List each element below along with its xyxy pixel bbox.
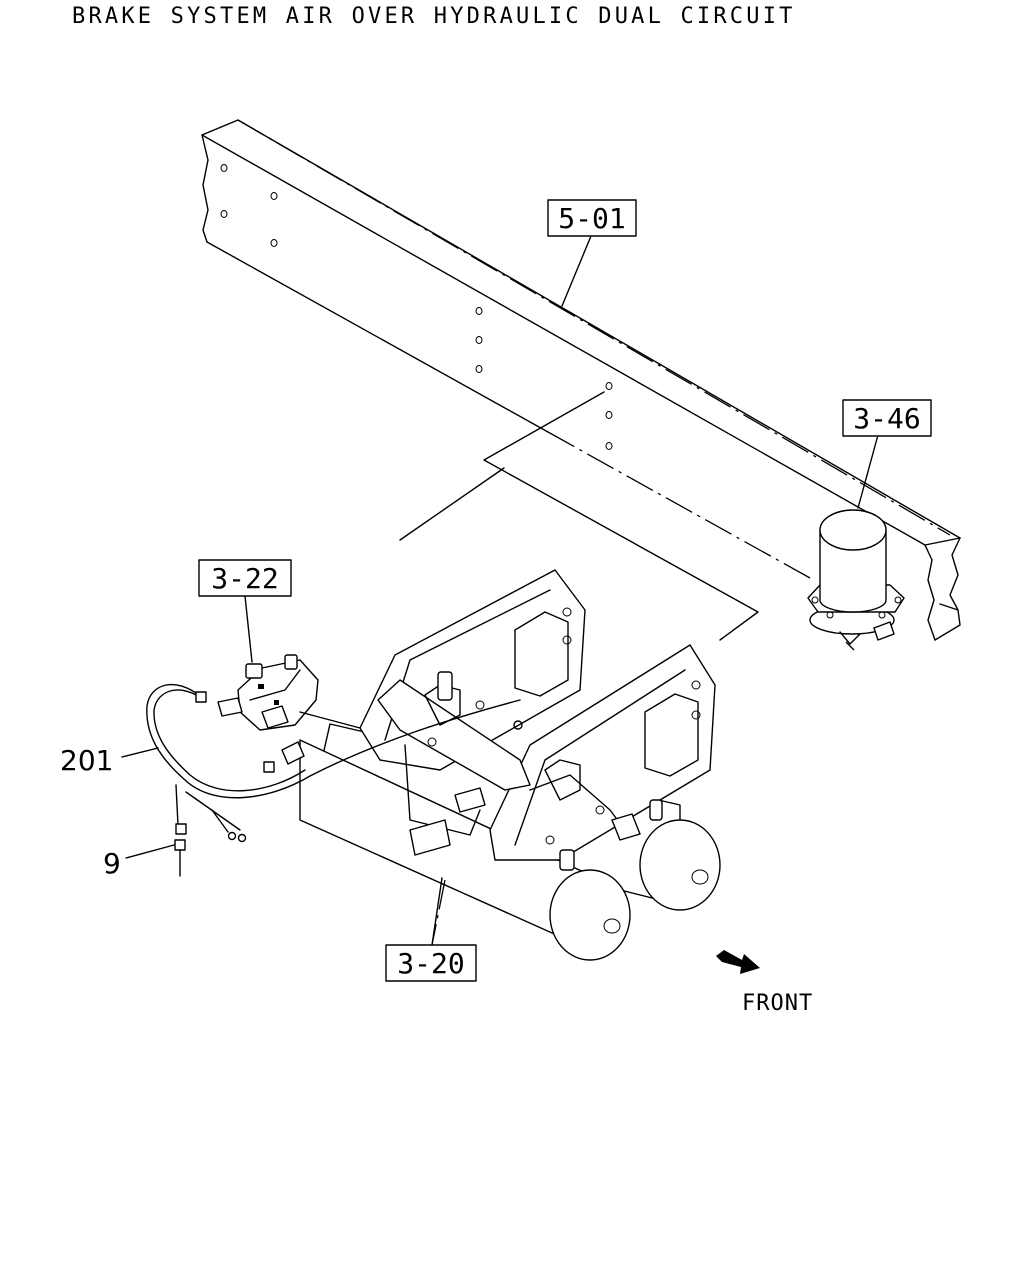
clip-part-number: 9	[103, 847, 121, 880]
front-arrow-icon	[716, 950, 760, 974]
callout-valve: 3-22	[198, 559, 292, 597]
mounting-reference-lines	[399, 391, 759, 641]
brake-booster-assembly	[299, 569, 721, 961]
callout-frame-label: 5-01	[558, 202, 625, 235]
air-dryer	[807, 509, 905, 651]
relay-valve	[217, 654, 319, 731]
callout-air-dryer: 3-46	[842, 399, 932, 437]
frame-rail	[201, 119, 961, 641]
front-label: FRONT	[742, 991, 813, 1016]
callout-booster: 3-20	[385, 944, 477, 982]
callout-air-dryer-label: 3-46	[853, 402, 920, 435]
callout-valve-label: 3-22	[211, 562, 278, 595]
harness-part-number: 201	[60, 744, 113, 777]
callout-booster-label: 3-20	[397, 947, 464, 980]
diagram-title: BRAKE SYSTEM AIR OVER HYDRAULIC DUAL CIR…	[72, 4, 796, 29]
leader-lines	[121, 235, 879, 946]
clip	[174, 839, 186, 877]
callout-frame: 5-01	[547, 199, 637, 237]
wiring-harness	[146, 683, 523, 843]
